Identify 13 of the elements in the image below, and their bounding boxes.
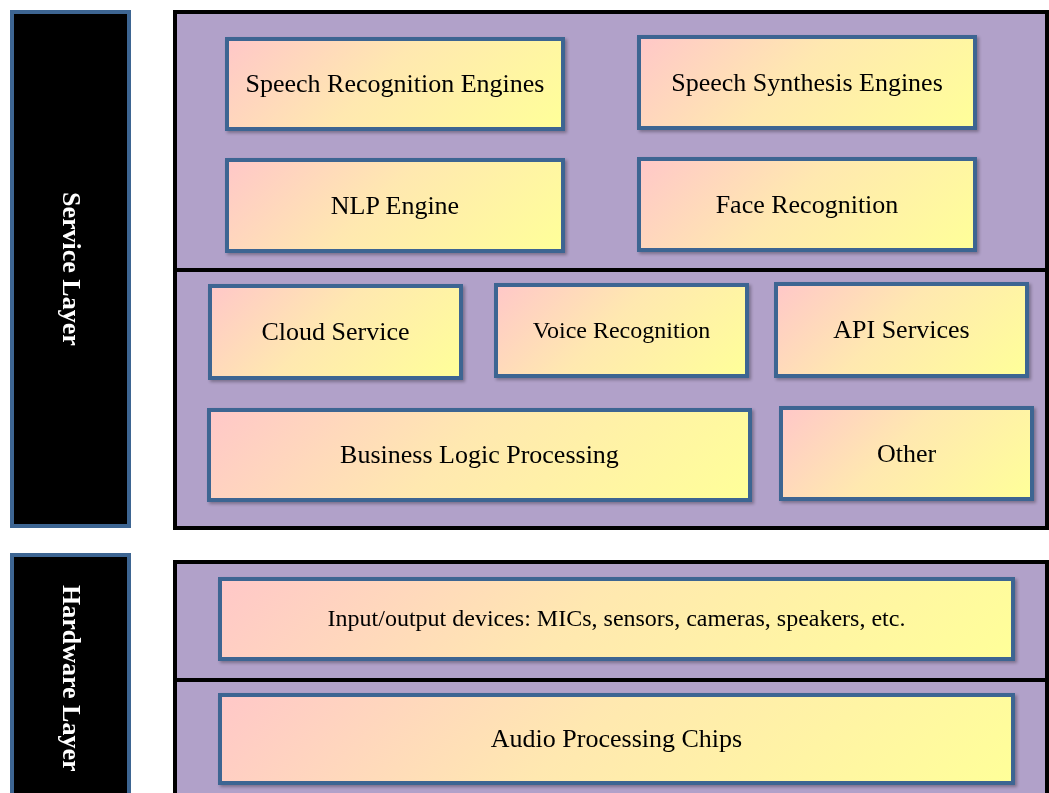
component-box: Input/output devices: MICs, sensors, cameras, speakers, etc. <box>218 577 1015 661</box>
layer-label-band: Service Layer <box>10 10 131 528</box>
component-box: Voice Recognition <box>494 283 749 378</box>
component-box: API Services <box>774 282 1029 378</box>
component-box: Face Recognition <box>637 157 977 252</box>
component-box: Speech Recognition Engines <box>225 37 565 131</box>
layer-label-band: Hardware Layer <box>10 553 131 793</box>
component-box: Cloud Service <box>208 284 463 380</box>
component-box: Other <box>779 406 1034 501</box>
component-box: Business Logic Processing <box>207 408 752 502</box>
component-box: NLP Engine <box>225 158 565 253</box>
component-box: Speech Synthesis Engines <box>637 35 977 130</box>
component-box: Audio Processing Chips <box>218 693 1015 785</box>
